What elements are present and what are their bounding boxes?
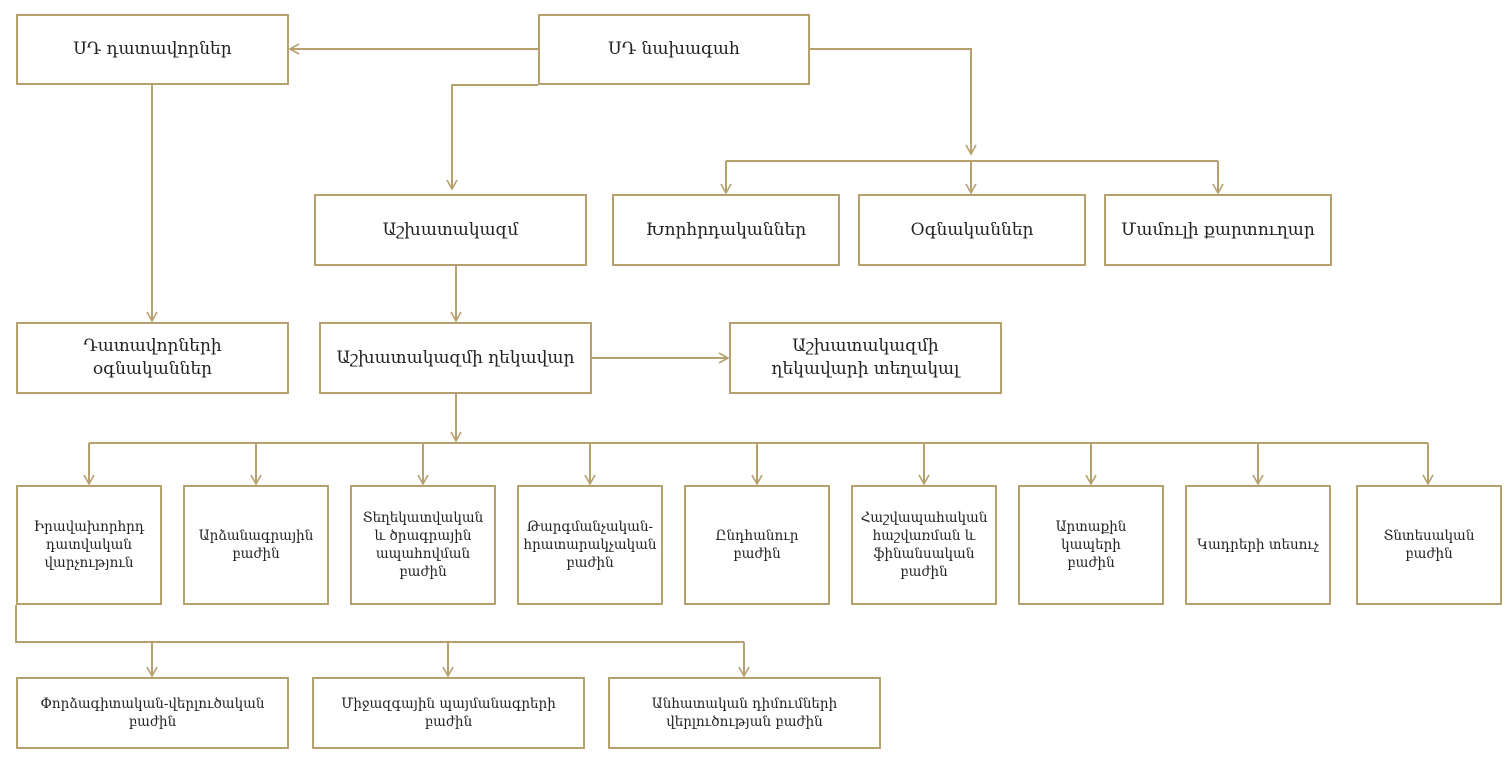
node-accounting: Հաշվապահական հաշվառման և ֆինանսական բաժի…	[851, 485, 997, 605]
node-cc-judges: ՍԴ դատավորներ	[16, 14, 289, 85]
node-general: Ընդհանուր բաժին	[684, 485, 830, 605]
node-label: Կադրերի տեսուչ	[1197, 536, 1319, 553]
node-assistants: Օգնականներ	[858, 194, 1086, 266]
node-label: Ընդհանուր բաժին	[715, 527, 799, 562]
node-label: Անհատական դիմումների վերլուծության բաժին	[651, 695, 838, 730]
node-label: Աշխատակազմի ղեկավար	[336, 347, 575, 368]
node-external-relations: Արտաքին կապերի բաժին	[1018, 485, 1164, 605]
node-staff-head: Աշխատակազմի ղեկավար	[319, 322, 592, 394]
node-expert-analytical: Փորձագիտական-վերլուծական բաժին	[16, 677, 289, 749]
node-label: Տնտեսական բաժին	[1383, 527, 1475, 562]
node-label: Արտաքին կապերի բաժին	[1055, 518, 1127, 572]
node-label: Թարգմանչական- հրատարակչական բաժին	[523, 518, 657, 572]
node-label: Արձանագրային բաժին	[198, 527, 314, 562]
node-label: ՍԴ դատավորներ	[73, 39, 232, 60]
node-label: ՍԴ նախագահ	[608, 39, 740, 60]
node-label: Հաշվապահական հաշվառման և ֆինանսական բաժի…	[860, 509, 988, 581]
edge-president-right	[810, 48, 977, 156]
node-economic: Տնտեսական բաժին	[1356, 485, 1502, 605]
node-press-secretary: Մամուլի քարտուղար	[1104, 194, 1332, 266]
node-label: Փորձագիտական-վերլուծական բաժին	[40, 695, 265, 730]
node-records: Արձանագրային բաժին	[183, 485, 329, 605]
node-label: Միջազգային պայմանագրերի բաժին	[341, 695, 556, 730]
node-label: Դատավորների օգնականներ	[83, 336, 222, 379]
node-advisors: Խորհրդականներ	[612, 194, 840, 266]
node-label: Օգնականներ	[910, 219, 1034, 240]
node-label: Իրավախորհրդ դատվական վարչություն	[33, 518, 145, 572]
node-info-software: Տեղեկատվական և ծրագրային ապահովման բաժին	[350, 485, 496, 605]
node-judges-assistants: Դատավորների օգնականներ	[16, 322, 289, 394]
node-label: Խորհրդականներ	[645, 219, 807, 240]
node-label: Տեղեկատվական և ծրագրային ապահովման բաժին	[362, 509, 484, 581]
node-staff: Աշխատակազմ	[314, 194, 587, 266]
node-staff-head-deputy: Աշխատակազմի ղեկավարի տեղակալ	[729, 322, 1002, 394]
node-international-treaties: Միջազգային պայմանագրերի բաժին	[312, 677, 585, 749]
node-label: Աշխատակազմի ղեկավարի տեղակալ	[771, 336, 960, 379]
node-label: Աշխատակազմ	[382, 219, 519, 240]
node-legal-proceedings: Իրավախորհրդ դատվական վարչություն	[16, 485, 162, 605]
node-personnel: Կադրերի տեսուչ	[1185, 485, 1331, 605]
edge-president-staff	[446, 84, 538, 191]
edge-legal-bus	[15, 605, 744, 643]
node-cc-president: ՍԴ նախագահ	[538, 14, 810, 85]
node-individual-appeals: Անհատական դիմումների վերլուծության բաժին	[608, 677, 881, 749]
node-translation: Թարգմանչական- հրատարակչական բաժին	[517, 485, 663, 605]
node-label: Մամուլի քարտուղար	[1121, 219, 1315, 240]
